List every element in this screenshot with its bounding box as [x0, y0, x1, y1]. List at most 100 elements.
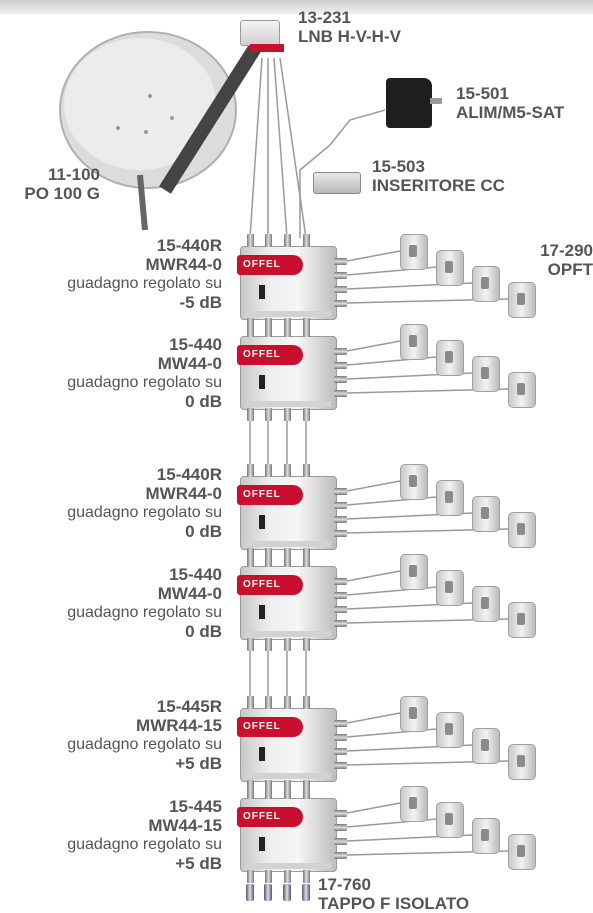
- output-connector: [334, 720, 347, 727]
- f-connector: [284, 408, 291, 421]
- output-connector: [334, 592, 347, 599]
- output-connector: [334, 824, 347, 831]
- sat-outlet: [508, 512, 536, 548]
- f-connector: [284, 464, 291, 477]
- output-connector: [334, 502, 347, 509]
- brand-badge: OFFEL: [237, 807, 303, 827]
- f-connector: [284, 638, 291, 651]
- f-connector: [265, 870, 272, 883]
- f-connector: [247, 554, 254, 567]
- sat-outlet: [508, 834, 536, 870]
- f-connector: [284, 870, 291, 883]
- output-connector: [334, 272, 347, 279]
- f-connector: [265, 786, 272, 799]
- f-connector: [284, 554, 291, 567]
- multiswitch: OFFEL: [237, 566, 337, 640]
- output-connector: [334, 516, 347, 523]
- sat-outlet: [472, 266, 500, 302]
- output-connector: [334, 852, 347, 859]
- f-connector: [265, 234, 272, 247]
- f-connector: [303, 786, 310, 799]
- top-bar: [0, 0, 593, 14]
- sat-outlet: [400, 554, 428, 590]
- f-connector: [303, 870, 310, 883]
- f-connector: [303, 554, 310, 567]
- lnb-device: [240, 20, 280, 46]
- satellite-dish: [59, 31, 261, 231]
- output-connector: [334, 734, 347, 741]
- f-connector: [265, 696, 272, 709]
- dc-inserter: [313, 172, 361, 194]
- output-connector: [334, 620, 347, 627]
- f-connector: [265, 408, 272, 421]
- sat-outlet: [400, 464, 428, 500]
- output-connector: [334, 300, 347, 307]
- sat-outlet: [508, 282, 536, 318]
- lnb-cables: [249, 57, 386, 239]
- f-cap: [302, 884, 310, 901]
- f-connector: [265, 324, 272, 337]
- f-connector: [247, 696, 254, 709]
- brand-badge: OFFEL: [237, 575, 303, 595]
- sat-outlet: [472, 496, 500, 532]
- trunk-cables: [249, 410, 307, 708]
- output-connector: [334, 362, 347, 369]
- sat-outlet: [436, 250, 464, 286]
- f-connector: [303, 324, 310, 337]
- power-supply: [386, 78, 442, 128]
- output-connector: [334, 762, 347, 769]
- sat-outlet: [436, 480, 464, 516]
- f-connector: [247, 234, 254, 247]
- f-connector: [247, 464, 254, 477]
- brand-badge: OFFEL: [237, 485, 303, 505]
- multiswitch: OFFEL: [237, 708, 337, 782]
- output-connector: [334, 390, 347, 397]
- sat-outlet: [400, 324, 428, 360]
- sat-outlet: [400, 786, 428, 822]
- f-connector: [303, 638, 310, 651]
- sat-outlet: [436, 712, 464, 748]
- multiswitch: OFFEL: [237, 798, 337, 872]
- sat-outlet: [472, 728, 500, 764]
- f-connector: [284, 786, 291, 799]
- f-cap: [283, 884, 291, 901]
- f-connector: [303, 696, 310, 709]
- f-connector: [265, 554, 272, 567]
- f-connector: [303, 408, 310, 421]
- sat-outlet: [508, 372, 536, 408]
- f-connector: [284, 234, 291, 247]
- sat-outlet: [400, 234, 428, 270]
- f-cap: [246, 884, 254, 901]
- brand-badge: OFFEL: [237, 255, 303, 275]
- output-connector: [334, 376, 347, 383]
- f-connector: [303, 234, 310, 247]
- multiswitch: OFFEL: [237, 336, 337, 410]
- output-connector: [334, 606, 347, 613]
- output-connector: [334, 258, 347, 265]
- sat-outlet: [436, 802, 464, 838]
- output-connector: [334, 578, 347, 585]
- brand-badge: OFFEL: [237, 345, 303, 365]
- sat-outlet: [436, 570, 464, 606]
- f-connector: [265, 464, 272, 477]
- f-connector: [284, 696, 291, 709]
- f-cap: [264, 884, 272, 901]
- output-connector: [334, 286, 347, 293]
- sat-outlet: [508, 744, 536, 780]
- sat-outlet: [472, 356, 500, 392]
- lnb-port-strip: [250, 44, 284, 52]
- output-connector: [334, 488, 347, 495]
- brand-badge: OFFEL: [237, 717, 303, 737]
- sat-outlet: [400, 696, 428, 732]
